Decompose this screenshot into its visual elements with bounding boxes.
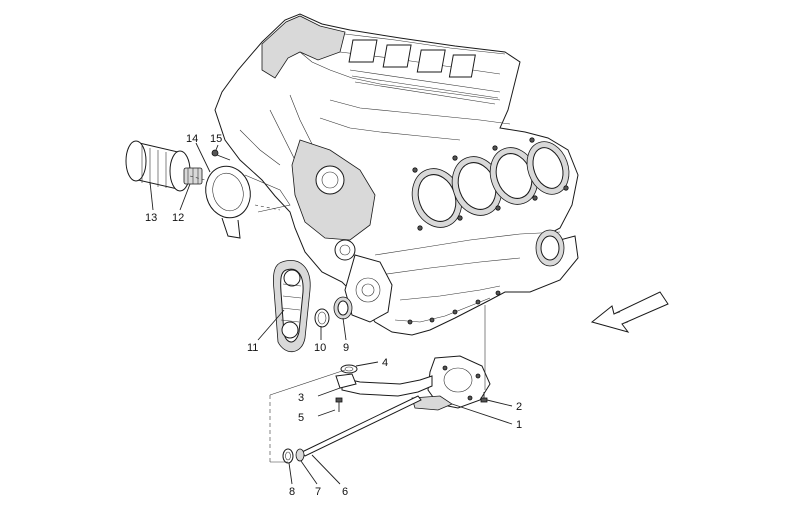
callout-1: 1 [516, 419, 522, 431]
callout-2: 2 [516, 401, 522, 413]
oil-seal-9 [333, 296, 353, 320]
timing-chain [273, 260, 311, 353]
callout-3: 3 [298, 392, 304, 404]
leader-lines [149, 142, 513, 485]
callout-10: 10 [314, 342, 326, 354]
callout-4: 4 [382, 357, 388, 369]
screw-5 [335, 397, 343, 412]
callout-15: 15 [210, 133, 222, 145]
callout-8: 8 [289, 486, 295, 498]
callout-7: 7 [315, 486, 321, 498]
washer-7 [295, 448, 305, 462]
engine-block [214, 13, 579, 336]
assembly-guide-lines [189, 175, 486, 463]
callout-11: 11 [247, 342, 258, 354]
bolt-15 [211, 149, 231, 161]
callout-6: 6 [342, 486, 348, 498]
oil-filter [125, 140, 191, 192]
o-ring-8 [282, 448, 294, 464]
deck-bolt-holes [412, 137, 569, 231]
flange-3 [335, 373, 357, 389]
callout-13: 13 [145, 212, 157, 224]
seal-ring-10 [314, 308, 330, 328]
filter-nipple [183, 167, 203, 185]
callout-labels: 1 2 3 4 5 6 7 8 9 10 11 12 13 14 15 [145, 133, 522, 498]
oil-pump [341, 355, 491, 411]
front-direction-arrow [590, 291, 669, 333]
callout-9: 9 [343, 342, 349, 354]
filter-housing [205, 165, 291, 239]
callout-12: 12 [172, 212, 184, 224]
dipstick-tube [301, 395, 422, 457]
gasket-4 [340, 364, 358, 374]
callout-5: 5 [298, 412, 304, 424]
callout-14: 14 [186, 133, 198, 145]
